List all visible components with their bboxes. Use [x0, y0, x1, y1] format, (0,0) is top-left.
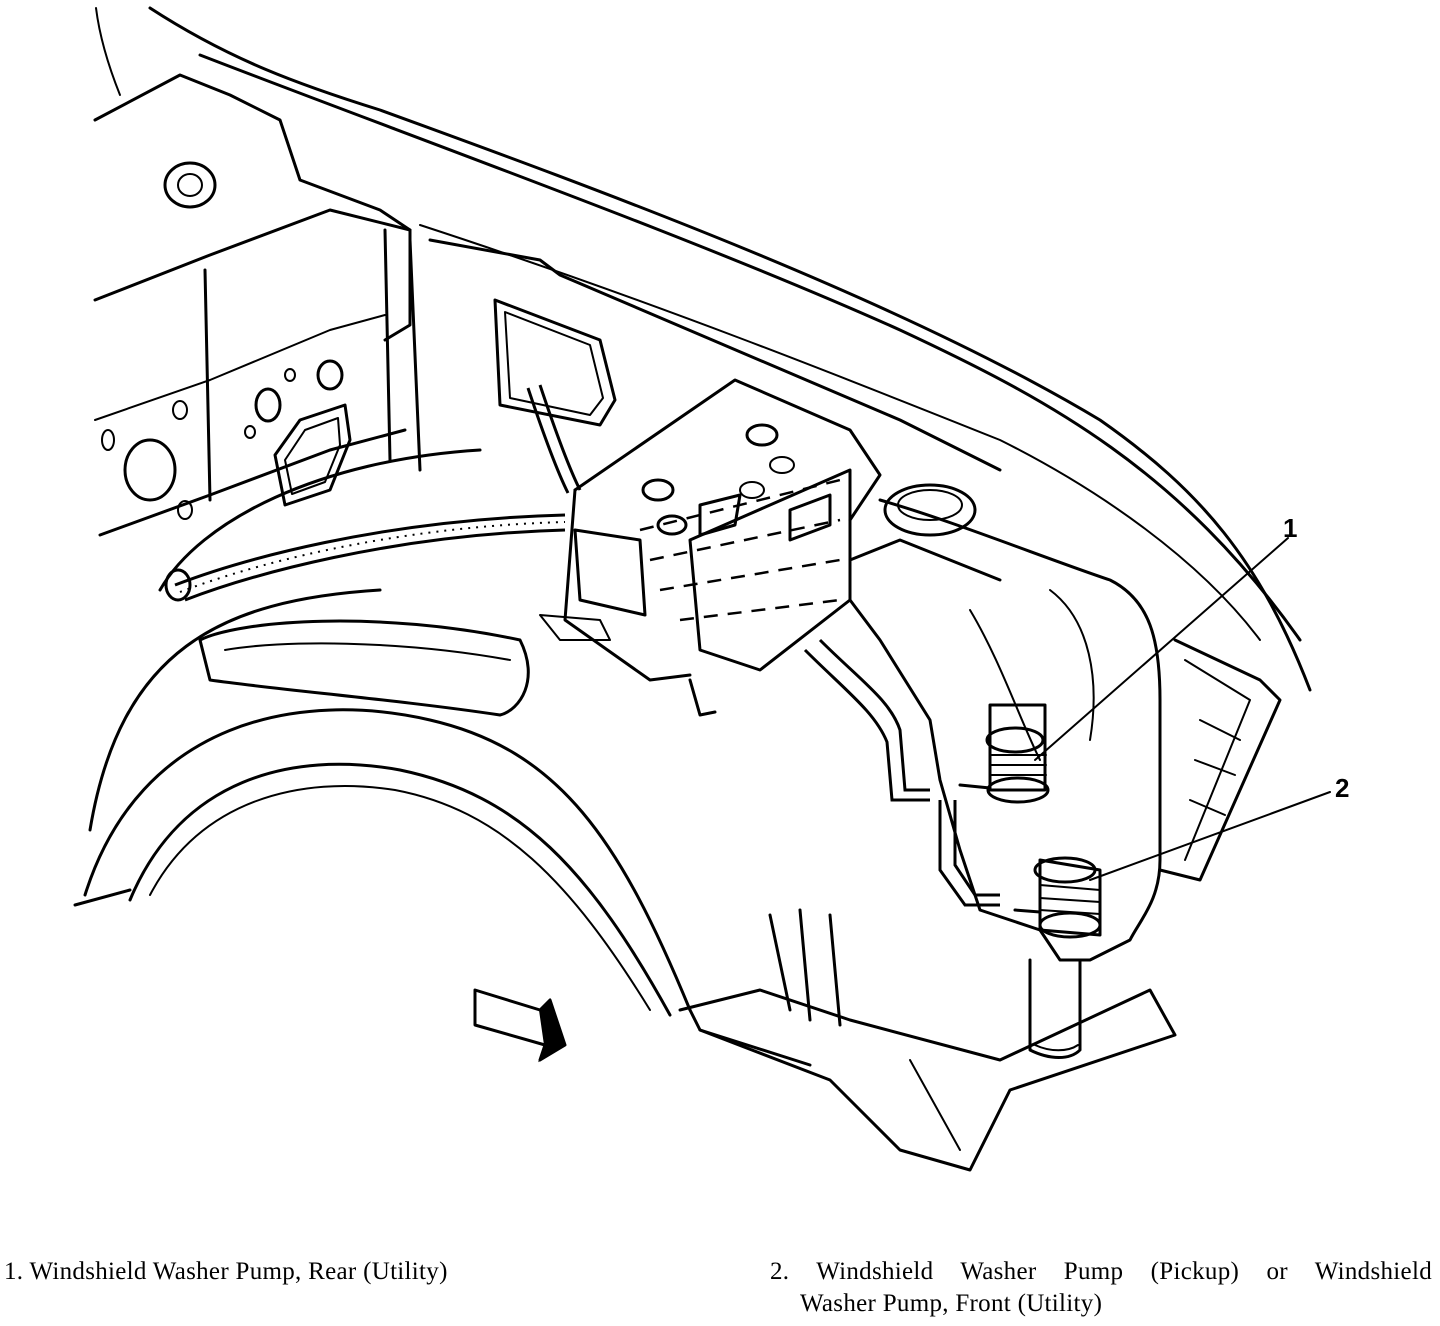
washer-pump-front — [1013, 856, 1102, 939]
callout-number-1: 1 — [1283, 513, 1297, 543]
inner-fender — [88, 238, 1002, 832]
fender-outline — [95, 6, 1312, 692]
legend-item-1: 1. Windshield Washer Pump, Rear (Utility… — [4, 1258, 448, 1285]
callout-number-2: 2 — [1335, 773, 1349, 803]
front-direction-arrow — [473, 988, 567, 1063]
right-fender-liner — [1158, 638, 1282, 882]
legend-item-2: 2. Windshield Washer Pump (Pickup) or Wi… — [770, 1256, 1432, 1320]
washer-hoses — [164, 384, 1000, 907]
firewall — [93, 73, 422, 537]
front-panel — [678, 908, 1177, 1172]
callout-2: 2 — [1089, 773, 1349, 881]
callout-1: 1 — [1034, 513, 1297, 761]
washer-pump-rear — [958, 703, 1050, 804]
wheel-opening — [73, 708, 812, 1067]
washer-reservoir — [848, 483, 1162, 1059]
legend-item-2-line-1: 2. Windshield Washer Pump (Pickup) or Wi… — [770, 1258, 1432, 1285]
battery — [539, 378, 882, 717]
legend-item-2-line-2: Washer Pump, Front (Utility) — [800, 1290, 1103, 1317]
